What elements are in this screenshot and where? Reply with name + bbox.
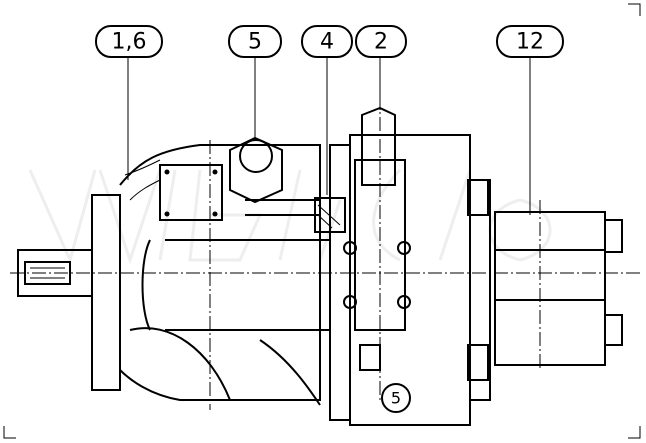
port-fitting: [229, 136, 320, 216]
callout-12: 12: [496, 25, 564, 58]
callout-label: 12: [516, 30, 544, 55]
control-valve: [314, 106, 471, 426]
callout-2: 2: [355, 25, 407, 58]
callout-1-6: 1,6: [95, 25, 163, 58]
flange: [467, 179, 491, 401]
callout-4: 4: [301, 25, 353, 58]
callout-label: 4: [320, 30, 334, 55]
pump-body: [17, 144, 330, 406]
bottom-marker: 5: [381, 383, 411, 413]
frame-corners: [3, 3, 641, 439]
leader-lines: [127, 57, 531, 215]
gear-pump: [494, 211, 623, 366]
callout-5: 5: [228, 25, 282, 58]
bottom-marker-label: 5: [391, 389, 401, 408]
callout-label: 2: [374, 30, 388, 55]
callout-label: 5: [248, 30, 262, 55]
callout-label: 1,6: [112, 30, 147, 55]
center-lines: [10, 95, 640, 410]
